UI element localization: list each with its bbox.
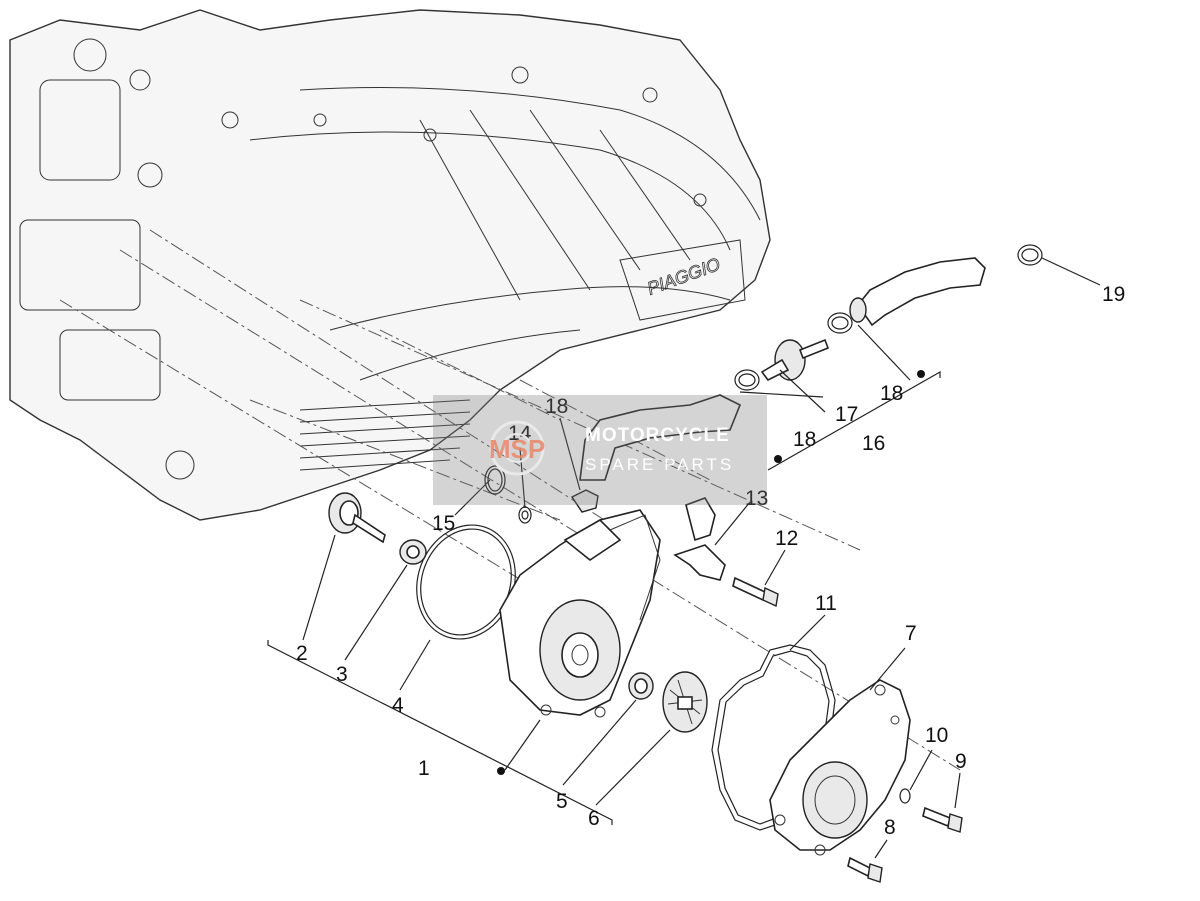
watermark-logo-icon: MSP	[489, 420, 545, 476]
watermark-logo-text: MSP	[489, 434, 545, 464]
engine-block: PIAGGIO	[9, 9, 771, 521]
part-5-seal	[628, 672, 654, 700]
part-15-ring	[484, 465, 506, 495]
callout-17: 17	[835, 403, 858, 426]
part-14-washer	[518, 506, 532, 524]
watermark-line-1: MOTORCYCLE	[585, 425, 730, 446]
callout-9: 9	[955, 750, 967, 773]
callout-11: 11	[815, 592, 837, 615]
dot-16	[774, 455, 782, 463]
callout-8: 8	[884, 816, 896, 839]
part-3-bearing	[399, 539, 427, 565]
part-10-washer	[899, 788, 911, 804]
dot-18	[917, 370, 925, 378]
callout-5: 5	[556, 790, 568, 813]
watermark-box	[433, 395, 767, 505]
part-2-shaft	[328, 492, 386, 544]
part-19-clamp	[1017, 244, 1043, 266]
callout-2: 2	[296, 642, 308, 665]
callout-18-top: 18	[545, 395, 568, 418]
callout-19: 19	[1102, 283, 1125, 306]
dot-1	[497, 767, 505, 775]
callout-labels: 1 2 3 4 5 6 7 8 9 10 11 12 13 14 15 16 1…	[296, 283, 1125, 839]
callout-18-right: 18	[880, 382, 903, 405]
part-6-impeller	[662, 671, 708, 733]
callout-13: 13	[745, 487, 768, 510]
part-18-clamp-b	[827, 312, 853, 334]
watermark-line-2: SPARE PARTS	[585, 455, 735, 474]
hose-upper	[849, 257, 986, 327]
callout-10: 10	[925, 724, 948, 747]
callout-7: 7	[905, 622, 917, 645]
callout-1: 1	[418, 757, 430, 780]
callout-15: 15	[432, 512, 455, 535]
part-1-pump-body	[499, 509, 661, 718]
part-13-bracket	[673, 497, 726, 581]
callout-3: 3	[336, 663, 348, 686]
part-18-clamp-small	[570, 489, 599, 513]
part-17-sensor	[760, 338, 830, 382]
part-18-clamp-a	[734, 369, 760, 391]
callout-6: 6	[588, 807, 600, 830]
callout-4: 4	[392, 694, 404, 717]
callout-12: 12	[775, 527, 798, 550]
part-7-pump-cover	[769, 679, 911, 856]
part-12-bolt	[732, 576, 779, 608]
hose-lower	[579, 394, 742, 481]
leader-lines	[267, 257, 1101, 859]
callout-18-middle: 18	[793, 428, 816, 451]
part-8-bolt	[847, 856, 883, 883]
callout-16: 16	[862, 432, 885, 455]
part-9-bolt	[922, 806, 963, 833]
